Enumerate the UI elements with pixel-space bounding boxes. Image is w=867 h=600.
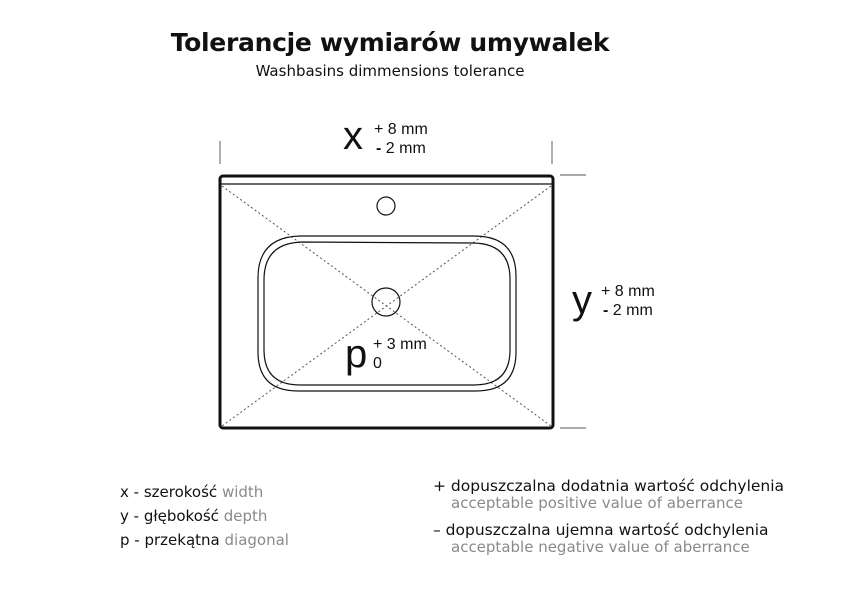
tap-hole [376, 196, 396, 216]
y-plus-tolerance: + 8 mm [601, 283, 655, 300]
legend-negative: – dopuszczalna ujemna wartość odchylenia [433, 521, 769, 539]
legend-positive: + dopuszczalna dodatnia wartość odchylen… [433, 477, 785, 495]
legend-item-y: y - głębokość depth [120, 507, 268, 525]
diagonal-lines [221, 185, 552, 427]
legend-positive-en: acceptable positive value of aberrance [451, 494, 743, 512]
y-minus-sign: - [603, 302, 609, 319]
p-plus-tolerance: + 3 mm [373, 336, 427, 353]
x-minus-tolerance: 2 mm [385, 140, 426, 157]
page-title: Tolerancje wymiarów umywalek [170, 28, 610, 57]
x-minus-sign: - [376, 140, 382, 157]
x-dimension-letter: x [343, 114, 363, 158]
legend-item-p: p - przekątna diagonal [120, 531, 289, 549]
y-minus-tolerance: 2 mm [612, 302, 653, 319]
y-dimension-letter: y [572, 278, 592, 322]
legend-negative-en: acceptable negative value of aberrance [451, 538, 750, 556]
bowl-outer [257, 235, 517, 392]
p-dimension-letter: p [345, 332, 368, 376]
dimension-lines [219, 141, 586, 429]
drain-hole [371, 287, 401, 317]
basin-outline [218, 174, 555, 430]
legend-item-x: x - szerokość width [120, 483, 264, 501]
page-subtitle: Washbasins dimmensions tolerance [255, 62, 525, 80]
x-plus-tolerance: + 8 mm [374, 121, 428, 138]
bowl-inner [263, 241, 511, 386]
p-minus-tolerance: 0 [373, 355, 382, 372]
